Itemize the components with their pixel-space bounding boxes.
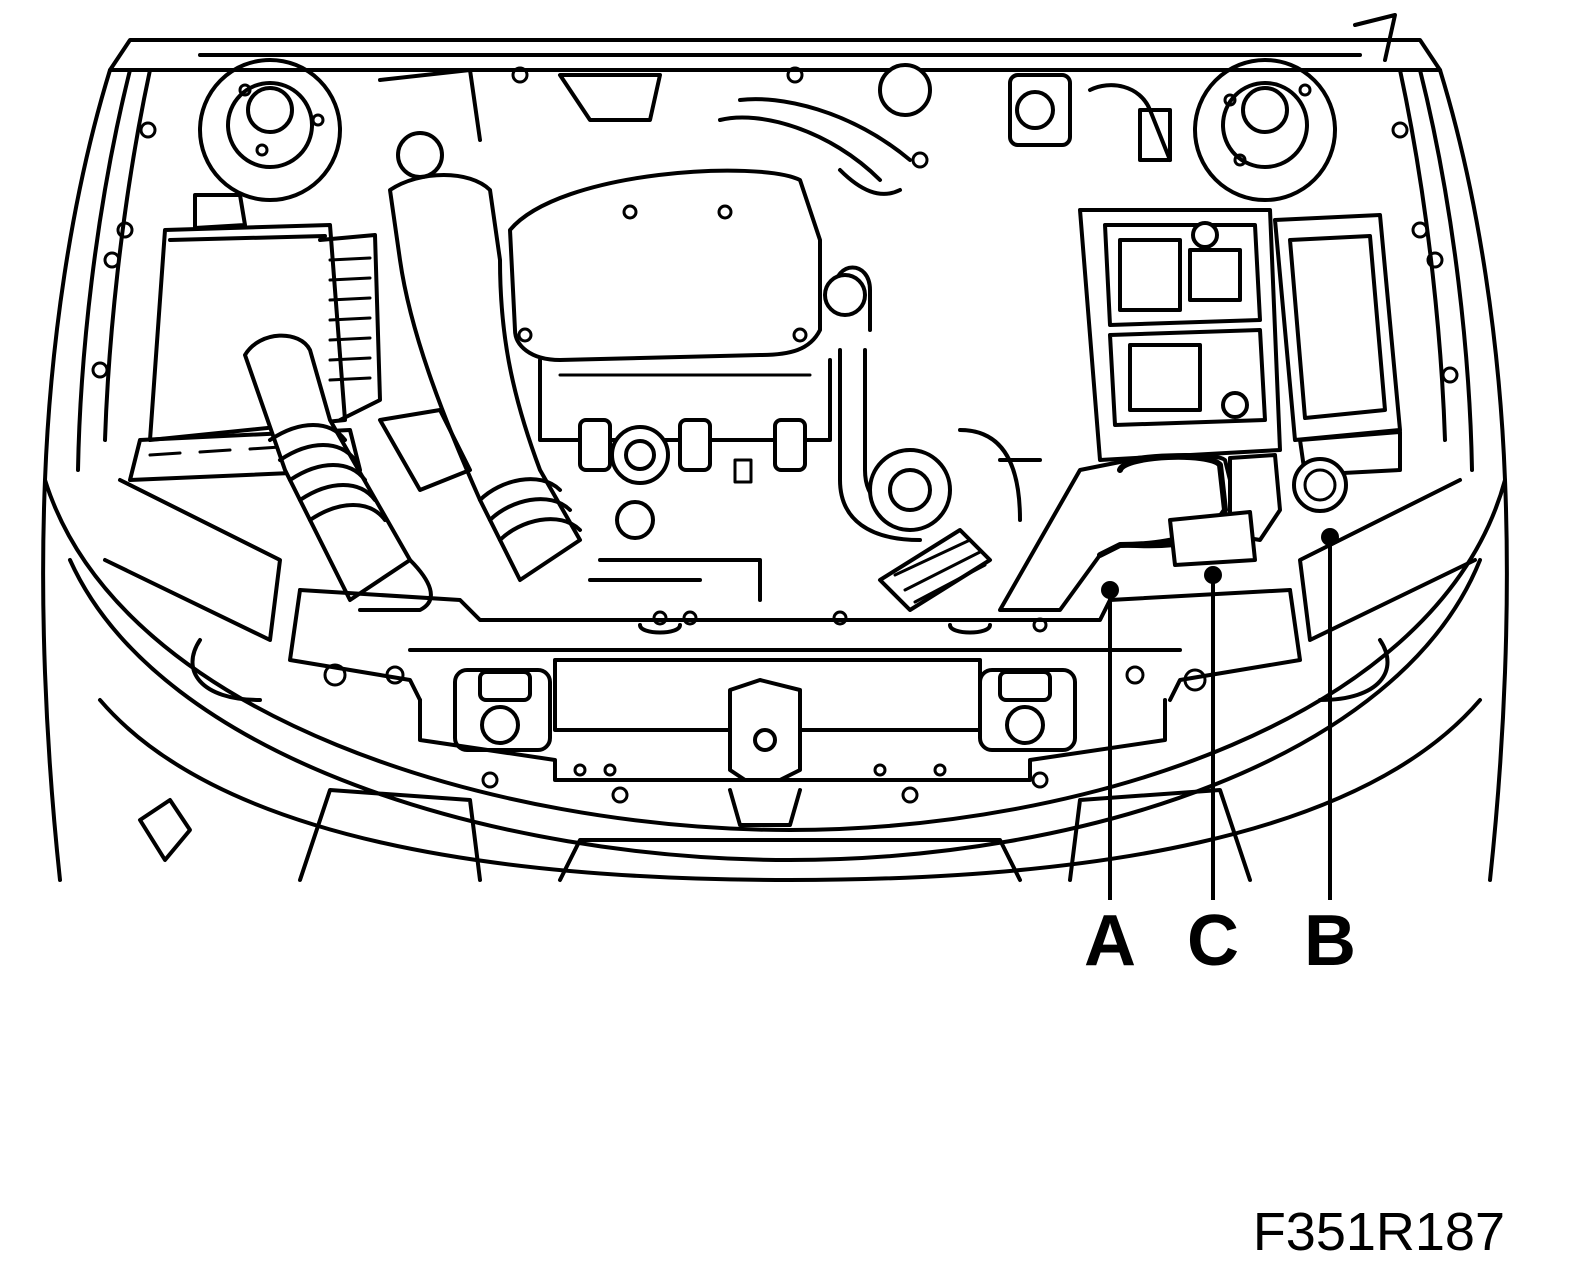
callout-b-label: B <box>1304 901 1356 981</box>
right-strut-tower <box>1193 58 1337 202</box>
fender-bolts <box>91 121 1459 384</box>
coolant-reservoir <box>1168 453 1282 567</box>
callout-b: B <box>1304 528 1356 981</box>
callout-a-label: A <box>1084 901 1136 981</box>
left-strut-tower <box>198 58 342 202</box>
intake-tube <box>378 173 582 582</box>
figure-code: F351R187 <box>1253 1202 1505 1262</box>
fuse-box <box>1273 213 1402 477</box>
engine-hoses <box>588 97 1042 612</box>
brake-fluid-cap <box>1292 457 1348 513</box>
callout-c: C <box>1187 566 1239 981</box>
callout-c-label: C <box>1187 901 1239 981</box>
radiator-support <box>288 588 1302 827</box>
firewall-components <box>378 63 1172 179</box>
intake-hose <box>243 333 433 612</box>
battery <box>1078 208 1282 462</box>
callout-a: A <box>1084 581 1136 981</box>
vehicle-body-outline <box>41 13 1509 882</box>
engine-cover <box>508 168 832 540</box>
